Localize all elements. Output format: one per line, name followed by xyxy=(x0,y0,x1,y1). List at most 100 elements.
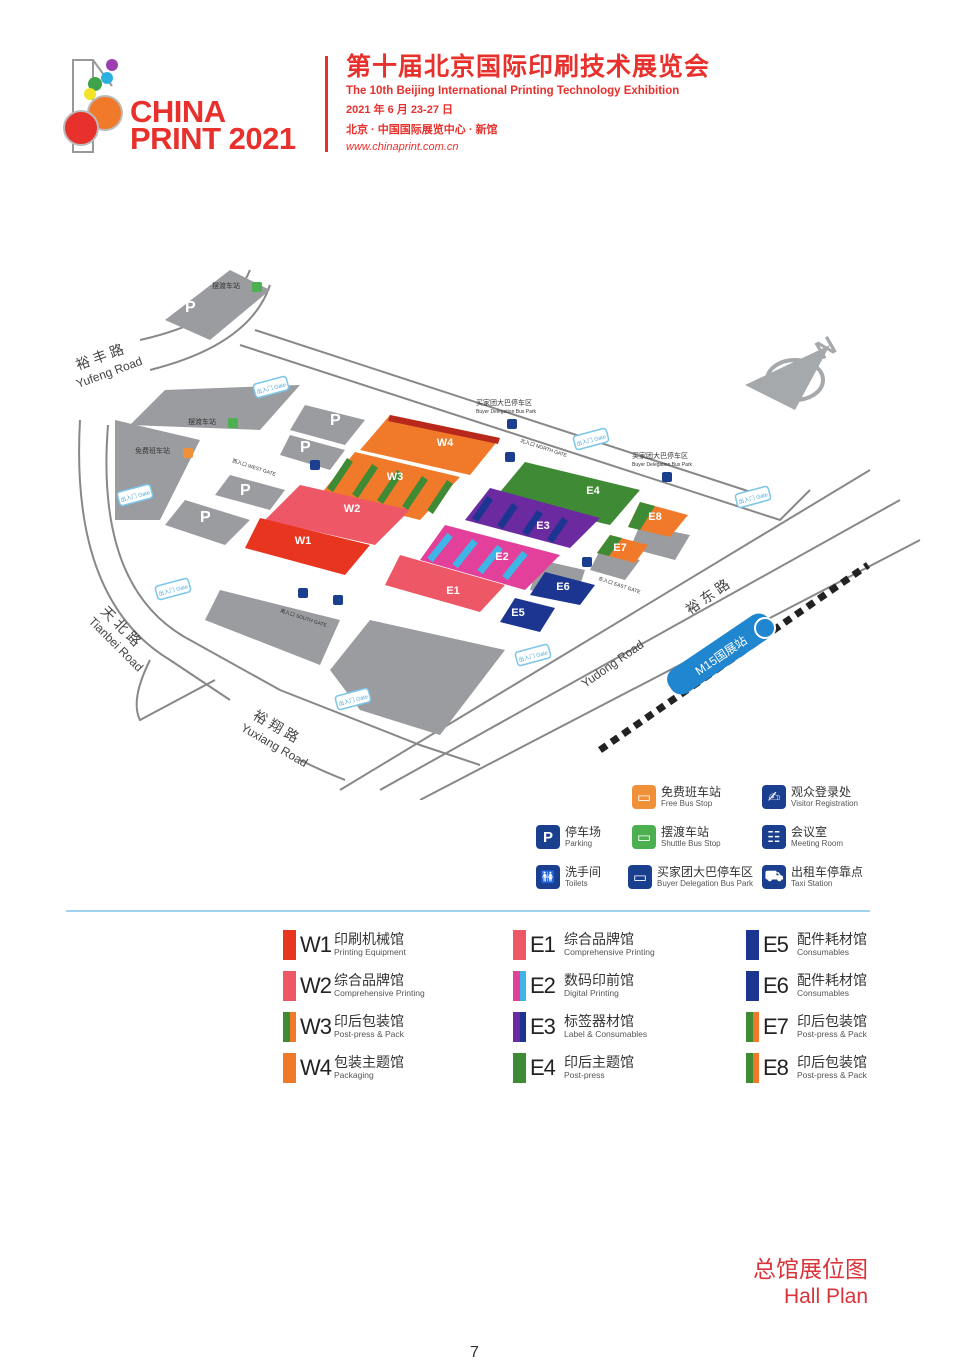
hall-e4 xyxy=(495,462,640,525)
gate-badge: 出入门 Gate xyxy=(334,687,372,711)
hall-code: E1 xyxy=(530,932,556,957)
legend-label-en: Shuttle Bus Stop xyxy=(661,839,721,848)
roads xyxy=(78,269,921,800)
hall-color-swatch xyxy=(746,1012,759,1042)
hall-label: W4 xyxy=(437,437,454,449)
hall-code: E6 xyxy=(763,973,789,998)
parking-label: P xyxy=(240,482,251,499)
hall-color-swatch xyxy=(746,971,759,1001)
hall-code: W3 xyxy=(300,1014,332,1039)
gate-badge: 出入门 Gate xyxy=(252,375,290,399)
hall-code: E4 xyxy=(530,1055,556,1080)
title-zh: 第十届北京国际印刷技术展览会 xyxy=(346,53,711,81)
header-divider xyxy=(325,56,328,152)
hall-name-en: Packaging xyxy=(334,1070,374,1080)
west-gate-label: 西入口 WEST GATE xyxy=(231,458,277,478)
title-en: The 10th Beijing International Printing … xyxy=(346,85,680,97)
legend-label-en: Parking xyxy=(565,839,593,848)
registration-icon xyxy=(505,452,515,462)
hall-color-swatch xyxy=(283,1012,296,1042)
hall-label: W1 xyxy=(295,535,312,547)
shuttle-bus-icon: ▭ xyxy=(632,825,656,849)
parking-label: P xyxy=(330,412,341,429)
hall-code: E8 xyxy=(763,1055,789,1080)
registration-icon xyxy=(333,595,343,605)
legend-label: 出租车停靠点 xyxy=(791,865,864,879)
hall-code: E3 xyxy=(530,1014,556,1039)
hall-name-zh: 配件耗材馆 xyxy=(797,972,867,988)
legend-label: 停车场 xyxy=(565,825,602,839)
hall-name-en: Post-press xyxy=(564,1070,605,1080)
hall-label: E6 xyxy=(556,581,569,593)
hall-code: E7 xyxy=(763,1014,789,1039)
hall-labels: W1 W2 W3 W4 E1 E2 E3 E4 E5 E6 E7 E8 xyxy=(295,437,662,619)
buyer-bus-icon xyxy=(507,419,517,429)
legend-divider xyxy=(66,910,870,912)
buyer-bus-label: 买家团大巴停车区 xyxy=(476,398,532,407)
legend-label: 会议室 xyxy=(791,825,828,839)
hall-name-zh: 标签器材馆 xyxy=(564,1013,634,1029)
hall-label: E7 xyxy=(613,542,626,554)
taxi-icon: ⛟ xyxy=(762,865,786,889)
registration-icon xyxy=(310,460,320,470)
gate-badge: 出入门 Gate xyxy=(572,427,610,451)
buyer-bus-icon: ▭ xyxy=(628,865,652,889)
logo-graphic xyxy=(63,59,123,153)
north-arrow-icon: N xyxy=(745,330,841,410)
hall-name-zh: 印后主题馆 xyxy=(564,1054,634,1070)
website-link[interactable]: www.chinaprint.com.cn xyxy=(346,141,459,153)
shuttle-stop-label: 摆渡车站 xyxy=(188,417,216,426)
meeting-room-icon xyxy=(298,588,308,598)
hall-name-en: Comprehensive Printing xyxy=(564,947,655,957)
legend-label: 观众登录处 xyxy=(791,785,852,799)
hall-name-en: Consumables xyxy=(797,988,849,998)
parking-label: P xyxy=(185,299,196,316)
hall-name-zh: 印后包装馆 xyxy=(334,1013,404,1029)
logo-line1: CHINA xyxy=(130,94,226,129)
legend-label-en: Toilets xyxy=(565,879,588,888)
registration-icon: ✍ xyxy=(762,785,786,809)
buyer-bus-label-en: Buyer Delegation Bus Park xyxy=(476,409,537,415)
hall-name-en: Post-press & Pack xyxy=(797,1070,867,1080)
legend-label-en: Visitor Registration xyxy=(791,799,858,808)
gate-badge: 出入门 Gate xyxy=(116,483,154,507)
legend-label-en: Free Bus Stop xyxy=(661,799,713,808)
gate-badge: 出入门 Gate xyxy=(154,577,192,601)
hall-name-en: Printing Equipment xyxy=(334,947,406,957)
parking-labels: P P P P P xyxy=(185,299,341,526)
hall-code: W4 xyxy=(300,1055,332,1080)
hall-name-zh: 数码印前馆 xyxy=(564,972,634,988)
registration-icon xyxy=(582,557,592,567)
toilet-icon: 🚻 xyxy=(536,865,560,889)
gate-badge: 出入门 Gate xyxy=(514,643,552,667)
hall-code: E5 xyxy=(763,932,789,957)
hall-color-swatch xyxy=(513,971,526,1001)
hall-e5 xyxy=(500,598,555,632)
logo-wordmark: CHINA PRINT 2021 xyxy=(130,94,296,154)
hall-name-zh: 综合品牌馆 xyxy=(334,972,404,988)
hall-code: W1 xyxy=(300,932,332,957)
hall-color-swatch xyxy=(513,1053,526,1083)
legend-label: 免费班车站 xyxy=(661,785,722,799)
bus-icon: ▭ xyxy=(632,785,656,809)
shuttle-bus-icon xyxy=(252,282,262,292)
hall-name-zh: 印后包装馆 xyxy=(797,1013,867,1029)
map-icons xyxy=(183,282,672,605)
hall-name-zh: 包装主题馆 xyxy=(334,1054,404,1070)
parking-label: P xyxy=(300,439,311,456)
hall-label: E2 xyxy=(495,551,508,563)
